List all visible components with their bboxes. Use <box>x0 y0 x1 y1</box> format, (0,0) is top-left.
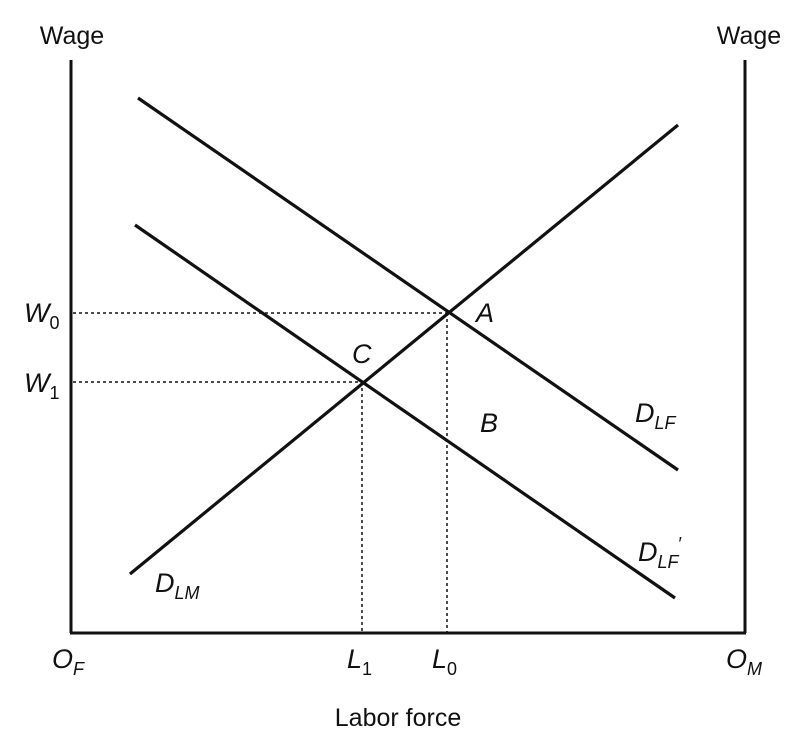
d-lf-prime-label: DLF′ <box>638 534 683 572</box>
l1-label: L1 <box>347 644 372 679</box>
point-c-label: C <box>352 339 372 369</box>
d-lf-prime-curve <box>134 223 676 600</box>
d-lm-label: DLM <box>155 568 200 603</box>
point-a-label: A <box>474 298 494 328</box>
d-lf-label: DLF <box>635 398 677 433</box>
origin-male-label: OM <box>726 644 762 679</box>
l0-label: L0 <box>432 644 457 679</box>
point-b-label: B <box>480 408 498 438</box>
right-wage-title: Wage <box>717 22 781 50</box>
w0-label: W0 <box>24 298 60 333</box>
w1-label: W1 <box>24 368 60 403</box>
d-lf-curve <box>137 96 679 472</box>
left-wage-title: Wage <box>40 22 104 50</box>
labor-force-title: Labor force <box>335 704 461 732</box>
d-lm-curve <box>128 123 680 576</box>
origin-female-label: OF <box>52 644 85 679</box>
